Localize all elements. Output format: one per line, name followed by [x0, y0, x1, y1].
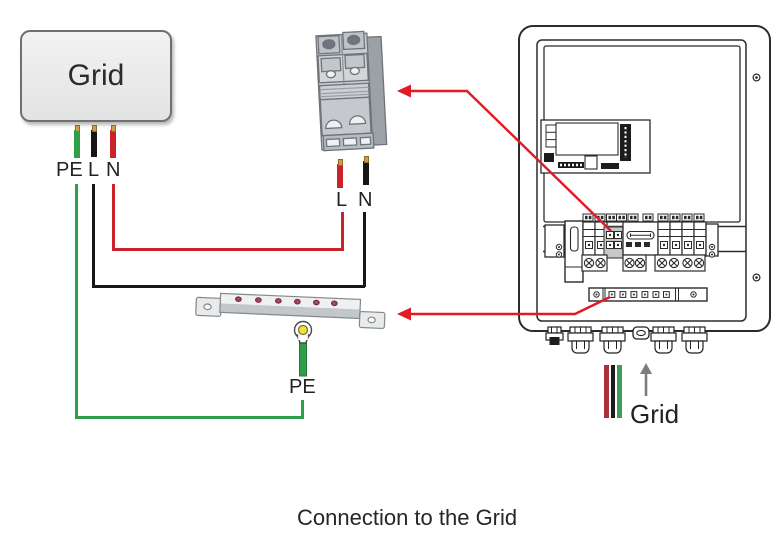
pe-wire-stub	[73, 125, 81, 158]
pe-wire-segment	[75, 184, 78, 418]
diagram-caption: Connection to the Grid	[297, 505, 518, 530]
internal-pe-busbar	[588, 287, 708, 302]
ferrule-tip-icon	[363, 156, 370, 163]
l-wire-stub	[90, 125, 98, 157]
grid-connection-poles	[603, 226, 624, 259]
breaker-n-stub	[362, 156, 370, 185]
grid-cable-red	[604, 365, 609, 418]
busbar-pe-label: PE	[289, 376, 316, 398]
n-wire-segment	[111, 184, 115, 251]
breaker-l-label: L	[336, 189, 348, 211]
ferrule-tip-icon	[74, 125, 81, 132]
l-wire-segment	[92, 184, 95, 287]
n-wire-segment	[340, 212, 344, 251]
grid-output-label: Grid	[630, 399, 680, 429]
ferrule-tip-icon	[337, 159, 344, 166]
breaker-n-label: N	[358, 189, 373, 211]
control-board	[540, 119, 651, 174]
n-wire-segment	[111, 248, 344, 251]
l-label: L	[88, 159, 100, 181]
ring-terminal-icon	[292, 319, 316, 377]
grid-cable-green	[616, 365, 622, 418]
grid-source-box: Grid	[20, 30, 172, 122]
breaker-l-stub	[336, 159, 344, 188]
n-label: N	[106, 159, 121, 181]
grid-source-label: Grid	[67, 59, 125, 92]
pe-wire-segment	[301, 400, 304, 419]
pe-label: PE	[56, 159, 83, 181]
l-wire-segment	[92, 284, 365, 288]
pe-busbar-illustration	[192, 288, 396, 334]
inverter-box-illustration	[513, 21, 771, 361]
ferrule-tip-icon	[91, 125, 98, 132]
l-wire-segment	[362, 212, 366, 287]
up-arrow-icon	[638, 361, 654, 399]
cable-glands	[545, 326, 708, 354]
breaker-illustration	[310, 24, 398, 162]
pe-wire-segment	[75, 415, 304, 419]
ferrule-tip-icon	[110, 125, 117, 132]
n-wire-stub	[109, 125, 117, 158]
grid-cable-black	[610, 365, 615, 418]
